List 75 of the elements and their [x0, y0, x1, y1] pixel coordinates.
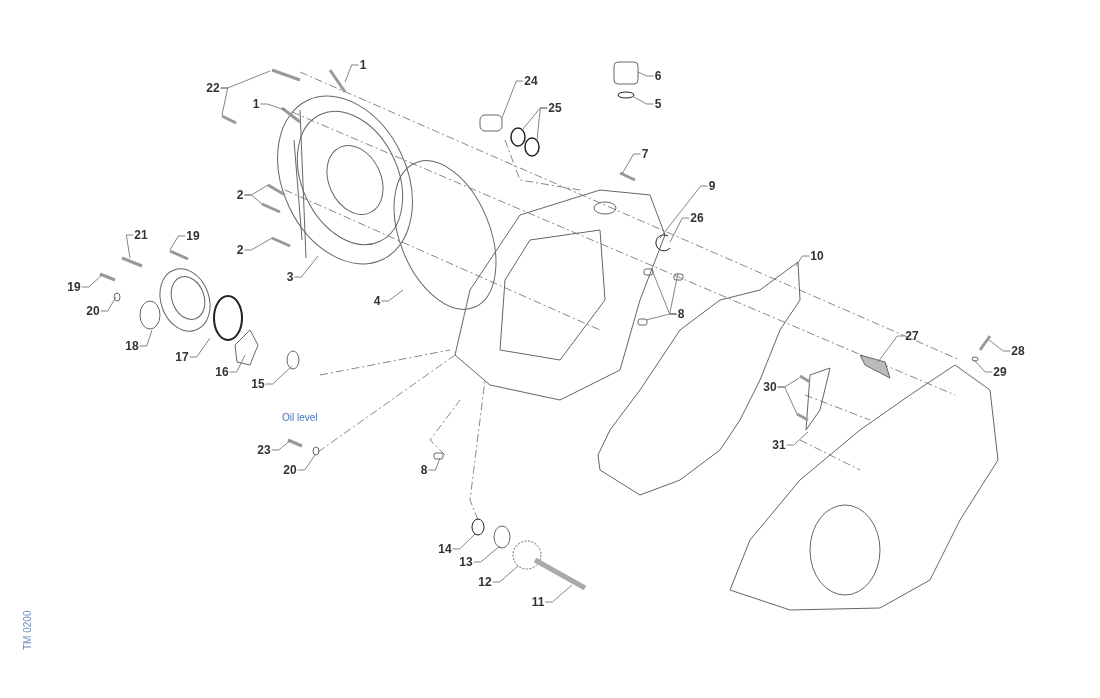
leader-line	[243, 237, 273, 251]
leader-line	[659, 185, 709, 239]
leader-line	[220, 87, 229, 116]
callout-number: 8	[676, 307, 686, 321]
callout-number: 3	[285, 270, 295, 284]
callout-number: 21	[133, 228, 149, 242]
leader-line	[631, 95, 655, 105]
leader-line	[293, 255, 319, 278]
callout-number: 24	[523, 74, 539, 88]
callout-number: 22	[205, 81, 221, 95]
callout-number: 26	[689, 211, 705, 225]
callout-number: 23	[256, 443, 272, 457]
leader-line	[229, 354, 246, 373]
leader-line	[243, 194, 263, 205]
leader-line	[100, 296, 117, 312]
callout-number: 29	[992, 365, 1008, 379]
leader-line	[501, 80, 524, 119]
callout-number: 30	[762, 380, 778, 394]
callout-number: 27	[904, 329, 920, 343]
leader-line	[189, 337, 211, 358]
callout-number: 31	[771, 438, 787, 452]
leader-line	[265, 365, 293, 385]
callout-number: 11	[530, 595, 546, 609]
leader-line	[637, 71, 655, 77]
callout-number: 12	[477, 575, 493, 589]
leader-line	[473, 545, 501, 563]
callout-number: 13	[458, 555, 474, 569]
leader-line	[125, 234, 134, 259]
callout-number: 6	[653, 69, 663, 83]
callout-number: 17	[174, 350, 190, 364]
callout-number: 15	[250, 377, 266, 391]
callout-number: 20	[85, 304, 101, 318]
callout-number: 7	[640, 147, 650, 161]
callout-number: 1	[358, 58, 368, 72]
leader-line	[544, 584, 573, 603]
callout-number: 19	[66, 280, 82, 294]
leader-line	[786, 431, 809, 446]
callout-number: 8	[419, 463, 429, 477]
leader-line	[877, 335, 905, 363]
callout-number: 14	[437, 542, 453, 556]
callout-number: 5	[653, 97, 663, 111]
leader-line	[259, 103, 286, 111]
leader-line	[297, 454, 316, 471]
callout-number: 25	[547, 101, 563, 115]
callout-number: 19	[185, 229, 201, 243]
leader-line	[795, 255, 810, 267]
callout-number: 28	[1010, 344, 1026, 358]
callout-number: 18	[124, 339, 140, 353]
callout-number: 10	[809, 249, 825, 263]
leader-line	[669, 272, 679, 315]
leader-line	[621, 153, 642, 175]
leader-line	[492, 565, 519, 583]
leader-line	[344, 64, 360, 83]
callout-number: 9	[707, 179, 717, 193]
callout-number: 4	[372, 294, 382, 308]
leader-line	[81, 274, 103, 288]
leader-line	[988, 339, 1011, 352]
leader-line	[271, 439, 292, 451]
leader-line	[973, 359, 993, 373]
callout-number: 2	[235, 188, 245, 202]
leader-line	[536, 107, 548, 141]
callout-number: 2	[235, 243, 245, 257]
callout-number: 16	[214, 365, 230, 379]
leader-line	[645, 313, 678, 321]
leader-line	[380, 289, 404, 302]
leader-line	[777, 386, 798, 415]
leader-line	[139, 329, 153, 347]
leader-line	[452, 532, 477, 550]
callout-number: 1	[251, 97, 261, 111]
callout-number: 20	[282, 463, 298, 477]
leader-line	[669, 217, 690, 243]
leader-line	[169, 235, 186, 251]
leader-line	[427, 457, 441, 471]
note-text: Oil level	[282, 412, 318, 423]
drawing-code: TM 0200	[22, 610, 33, 650]
